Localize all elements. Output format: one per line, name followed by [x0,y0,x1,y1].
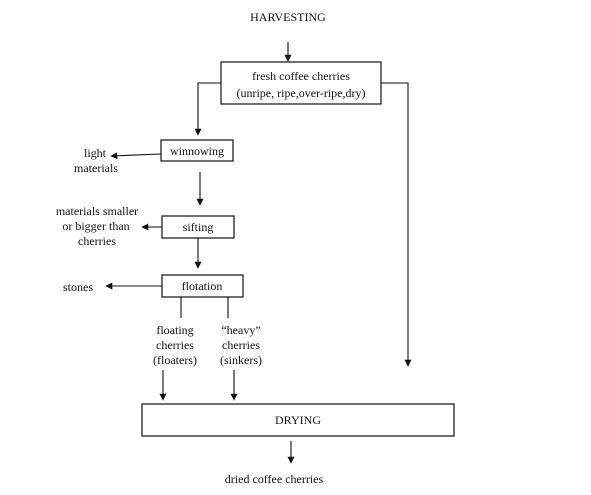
size-materials-line2: or bigger than [62,219,129,233]
size-materials-line3: cherries [78,234,116,248]
floaters-line2: cherries [156,338,194,352]
sinkers-line1: “heavy” [221,323,260,337]
fresh-cherries-label: fresh coffee cherries [252,69,350,83]
winnowing-node: winnowing [160,139,234,162]
fresh-cherries-node: fresh coffee cherries (unripe, ripe,over… [220,61,382,105]
size-materials-line1: materials smaller [56,204,138,218]
winnowing-label: winnowing [170,144,224,158]
flotation-label: flotation [182,279,223,293]
fresh-cherries-sublabel: (unripe, ripe,over-ripe,dry) [236,86,365,100]
fresh-to-drying-bypass-arrow [381,82,412,367]
sifting-label: sifting [183,220,214,234]
floaters-line3: (floaters) [153,353,197,367]
drying-node: DRYING [141,403,455,437]
fresh-to-winnowing-arrow [194,82,221,136]
sifting-node: sifting [161,215,235,239]
stones-label: stones [63,280,93,294]
drying-label: DRYING [275,413,321,427]
light-materials-line1: light [84,146,107,160]
harvesting-title: HARVESTING [250,10,326,24]
winnowing-to-light-arrow [110,152,162,160]
sinkers-line2: cherries [222,338,260,352]
flotation-node: flotation [161,274,244,298]
dried-cherries-label: dried coffee cherries [225,472,324,486]
sinkers-line3: (sinkers) [220,353,262,367]
light-materials-line2: materials [74,161,118,175]
floaters-line1: floating [156,323,193,337]
